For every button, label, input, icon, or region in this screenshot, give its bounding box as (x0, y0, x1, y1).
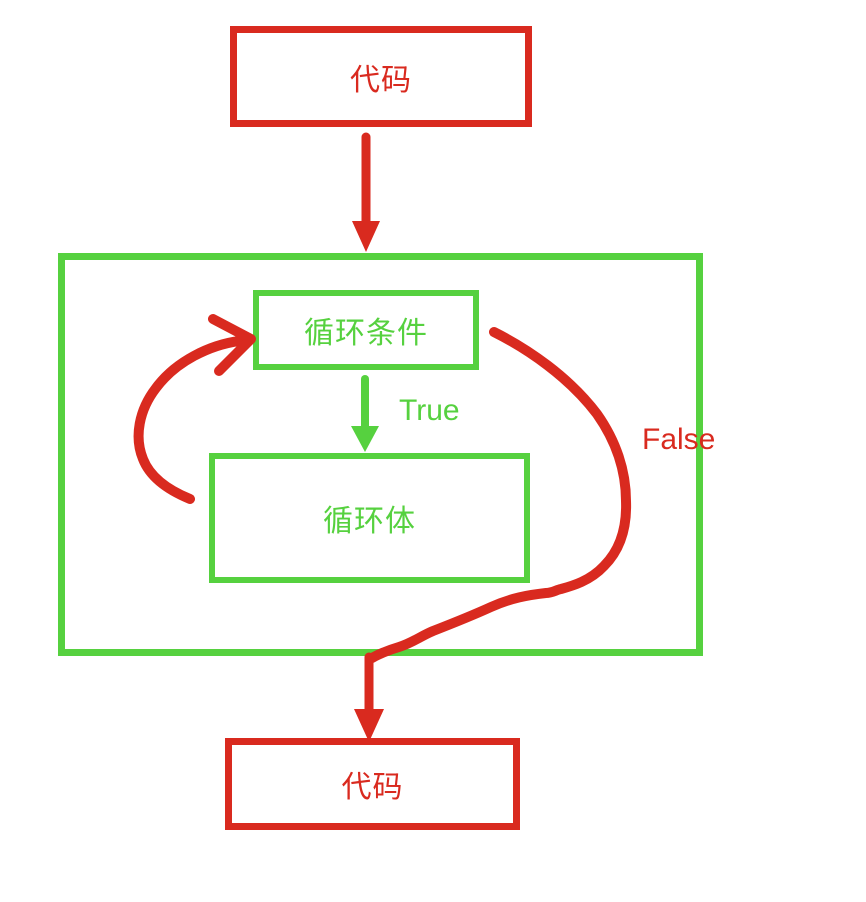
top-code-label: 代码 (350, 63, 412, 97)
loop-condition-node: 循环条件 (253, 290, 479, 370)
exit-arrow (354, 652, 384, 742)
bottom-code-node: 代码 (225, 738, 520, 830)
loop-body-node: 循环体 (209, 453, 530, 583)
loop-body-label: 循环体 (323, 505, 416, 538)
entry-arrow (352, 132, 380, 252)
true-branch-label: True (399, 394, 460, 427)
top-code-node: 代码 (230, 26, 532, 127)
loop-condition-label: 循环条件 (304, 317, 428, 350)
false-branch-label: False (642, 423, 716, 456)
bottom-code-label: 代码 (341, 771, 404, 804)
